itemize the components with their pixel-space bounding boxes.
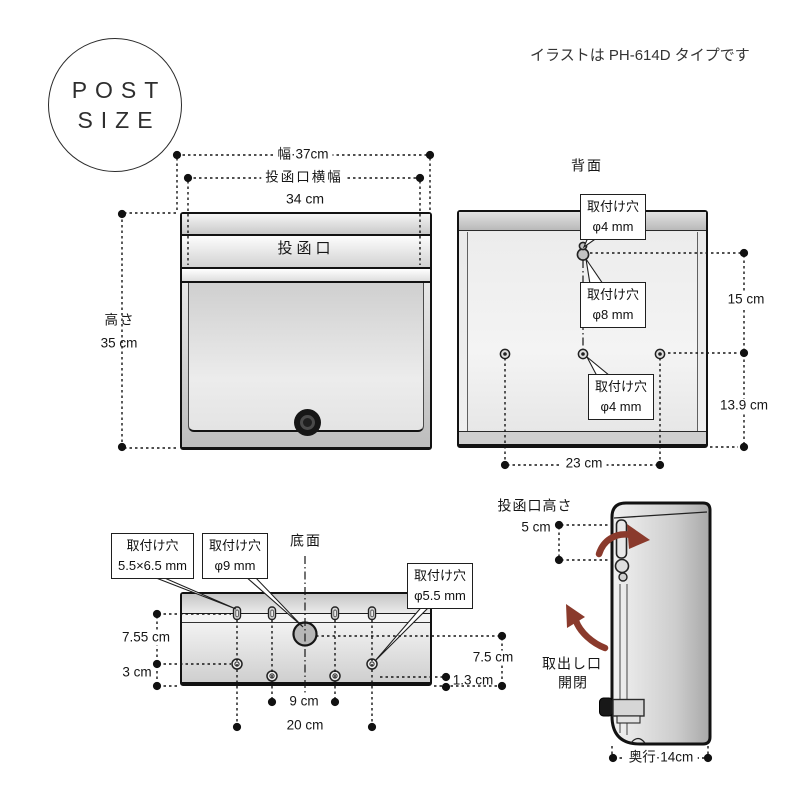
model-note: イラストは PH-614D タイプです: [530, 47, 750, 64]
bottom-dim-3cm: 3 cm: [122, 664, 152, 680]
back-callout-phi4-low: 取付け穴 φ4 mm: [588, 374, 655, 421]
side-view-body: [599, 501, 712, 746]
side-flap: [615, 519, 628, 559]
badge-line2: SIZE: [77, 106, 161, 133]
front-height-value: 35 cm: [100, 335, 138, 351]
side-slot-height-value: 5 cm: [521, 519, 551, 535]
callout-leaders: [150, 234, 612, 662]
flap-hinge: [614, 558, 630, 574]
mounting-hole: [654, 348, 666, 360]
slot-hole: [267, 606, 277, 621]
front-slot-label: 投函口: [277, 239, 335, 257]
bottom-dim-7-5cm: 7.5 cm: [468, 650, 518, 666]
door-open-arrow-icon: [566, 604, 609, 652]
bottom-dim-20cm: 20 cm: [282, 718, 328, 734]
front-rail-band: [182, 269, 430, 283]
front-height-label: 高さ: [104, 312, 136, 328]
side-open-label-2: 開閉: [558, 674, 588, 691]
badge-line1: POST: [71, 76, 167, 103]
slot-hole: [232, 606, 242, 621]
slot-hole: [367, 606, 377, 621]
back-callout-phi4-top: 取付け穴 φ4 mm: [580, 194, 647, 241]
slot-hole: [330, 606, 340, 621]
bottom-callout-phi9: 取付け穴 φ9 mm: [202, 533, 269, 580]
bottom-callout-slot: 取付け穴 5.5×6.5 mm: [111, 533, 195, 580]
back-dim-13-9cm: 13.9 cm: [715, 398, 773, 414]
latch-mechanism: [612, 698, 645, 717]
back-mounting-holes: [499, 348, 666, 360]
bottom-slot-holes: [232, 606, 377, 621]
front-door: [182, 283, 430, 447]
back-callout-phi8: 取付け穴 φ8 mm: [580, 282, 647, 329]
bottom-notch: [630, 737, 646, 744]
latch-plate: [616, 715, 641, 724]
front-view-box: [180, 212, 432, 450]
latch-knob-icon: [599, 697, 614, 717]
back-dim-23cm: 23 cm: [561, 456, 607, 472]
flap-hinge-pin: [618, 572, 628, 582]
bottom-view-title: 底面: [290, 532, 322, 549]
side-depth-dim: 奥行·14cm: [624, 750, 698, 766]
mounting-hole: [577, 348, 589, 360]
back-view-title: 背面: [571, 157, 603, 174]
bottom-dim-7-55cm: 7.55 cm: [117, 630, 175, 646]
bottom-dim-9cm: 9 cm: [285, 694, 323, 710]
front-width-dim: 幅·37cm: [273, 147, 333, 163]
front-slot-width-value: 34 cm: [285, 190, 325, 207]
bottom-callout-phi5-5: 取付け穴 φ5.5 mm: [407, 563, 474, 610]
flap-open-arrow-icon: [595, 524, 650, 558]
lock-ring: [300, 415, 315, 430]
bottom-dim-1-3cm: 1.3 cm: [452, 672, 494, 688]
dimension-dots: [117, 150, 749, 763]
front-slot-band: [182, 236, 430, 269]
back-bottom-band: [459, 431, 706, 444]
side-open-label-1: 取出し口: [542, 655, 602, 672]
side-slot-height-label: 投函口高さ: [497, 497, 573, 514]
front-slot-width-label: 投函口横幅: [261, 170, 347, 186]
center-lines: [304, 260, 584, 699]
back-dim-15cm: 15 cm: [723, 292, 769, 308]
lock-icon: [294, 409, 321, 436]
mounting-hole: [499, 348, 511, 360]
front-top-band: [182, 214, 430, 236]
side-lid-line: [613, 511, 708, 519]
keyhole-icon: [576, 241, 590, 261]
post-size-badge: POST SIZE: [48, 38, 182, 172]
